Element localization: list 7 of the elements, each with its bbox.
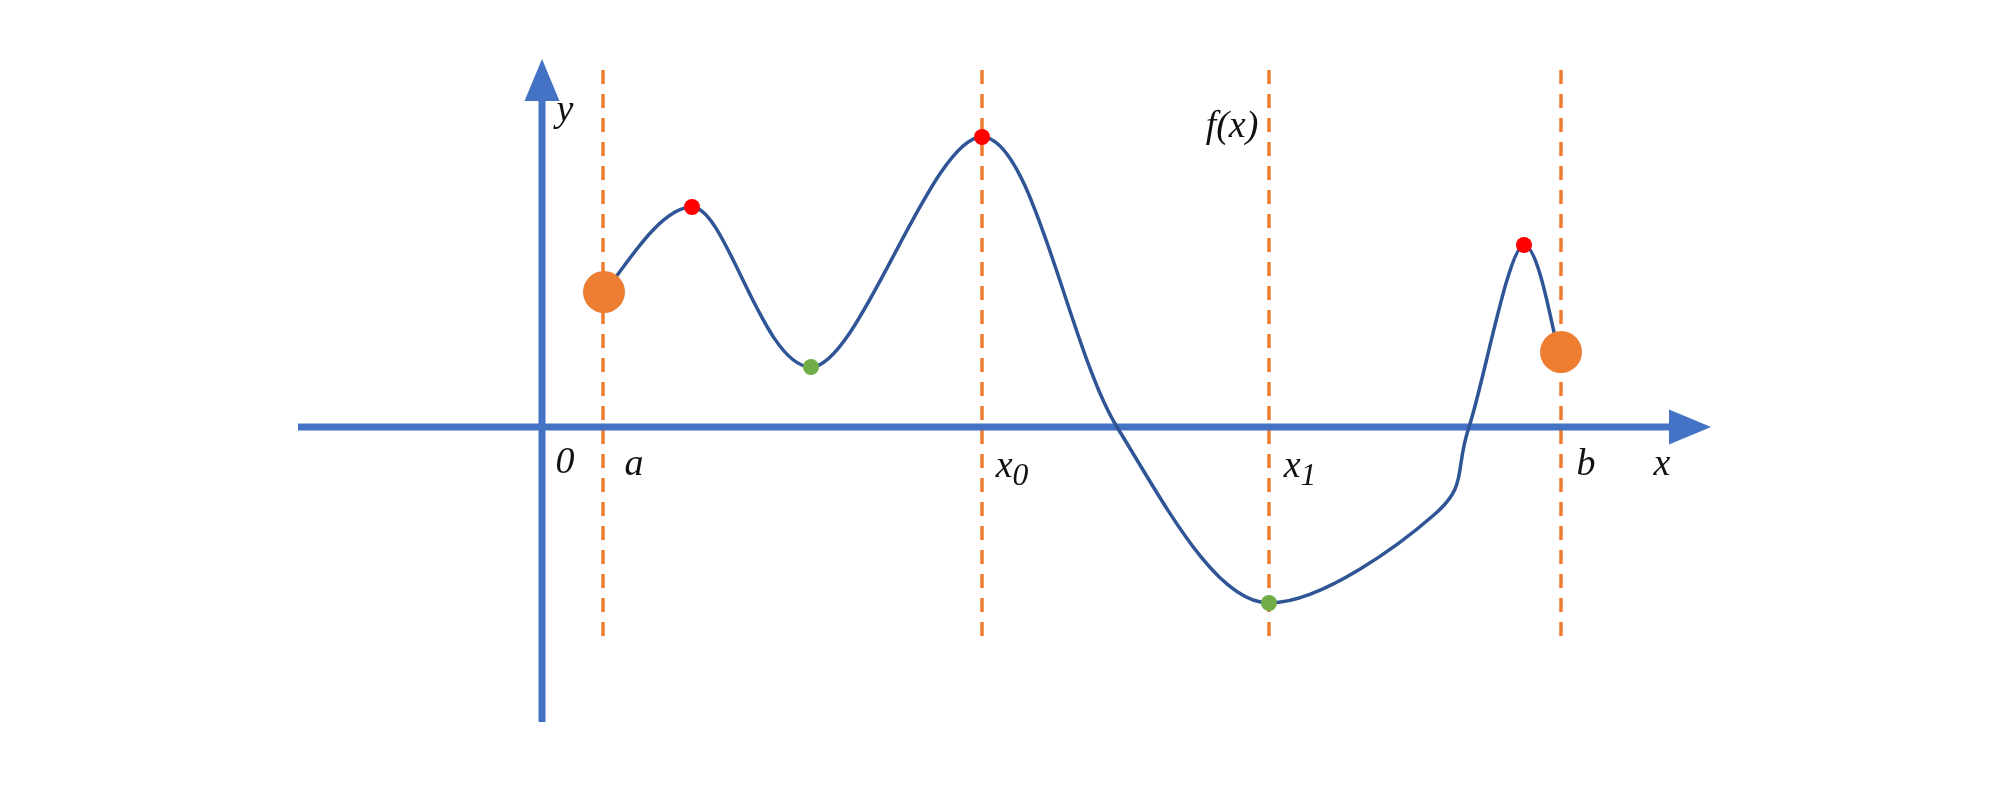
point-label: a (624, 443, 644, 481)
axis-label: x (1653, 443, 1671, 481)
point-label: x$_{1}$ (1283, 444, 1317, 492)
point-label: x$_{0}$ (995, 444, 1029, 492)
function-label: f(x) (1205, 105, 1259, 143)
origin-label: 0 (555, 441, 575, 479)
point-label: b (1576, 443, 1596, 481)
